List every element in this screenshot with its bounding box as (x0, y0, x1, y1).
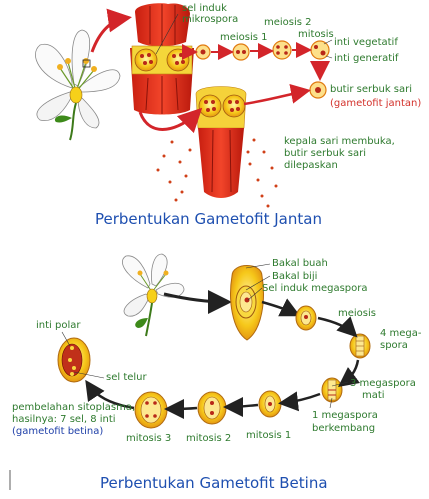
label-bakal-biji: Bakal biji (272, 271, 318, 282)
label-meiosis-female: meiosis (338, 308, 376, 319)
label-pembelahan-1: pembelahan sitoplasma, (12, 402, 136, 413)
label-1-megaspora-1: 1 megaspora (312, 410, 378, 421)
label-1-megaspora-2: berkembang (312, 423, 376, 434)
label-sel-induk: sel induk (182, 3, 227, 14)
label-gametofit-betina: (gametofit betina) (12, 426, 104, 437)
title-gametofit-jantan: Perbentukan Gametofit Jantan (95, 210, 322, 228)
label-inti-generatif: inti generatif (334, 53, 399, 64)
ovule-sequence (57, 305, 371, 429)
label-sel-induk-megaspora: Sel induk megaspora (262, 283, 368, 294)
label-kepala-sari-3: dilepaskan (284, 160, 338, 171)
label-mitosis-male: mitosis (298, 29, 334, 40)
ovary (230, 263, 271, 341)
label-sel-telur: sel telur (106, 372, 147, 383)
label-mitosis-1: mitosis 1 (246, 430, 292, 441)
label-kepala-sari-1: kepala sari membuka, (284, 136, 395, 147)
label-3-megaspora-1: 3 megaspora (350, 378, 416, 389)
label-3-megaspora-2: mati (362, 390, 385, 401)
label-meiosis-1: meiosis 1 (220, 32, 268, 43)
label-kepala-sari-2: butir serbuk sari (284, 148, 367, 159)
flower-male (35, 29, 121, 141)
label-meiosis-2: meiosis 2 (264, 17, 312, 28)
label-inti-vegetatif: inti vegetatif (334, 37, 398, 48)
label-mitosis-3: mitosis 3 (126, 433, 172, 444)
title-gametofit-betina: Perbentukan Gametofit Betina (100, 474, 328, 492)
label-pembelahan-2: hasilnya: 7 sel, 8 inti (12, 414, 116, 425)
label-gametofit-jantan: (gametofit jantan) (330, 98, 422, 109)
flower-female (122, 253, 185, 337)
pollen-scatter (156, 138, 278, 208)
label-butir-serbuk-sari: butir serbuk sari (330, 84, 413, 95)
label-bakal-buah: Bakal buah (272, 258, 328, 269)
label-mitosis-2: mitosis 2 (186, 433, 232, 444)
meiosis-stages (195, 40, 330, 99)
anther-open (195, 86, 247, 198)
label-4-megaspora-2: spora (380, 340, 408, 351)
label-4-megaspora-1: 4 mega- (380, 328, 422, 339)
anther-section (130, 45, 194, 115)
anther-top (135, 3, 190, 47)
label-inti-polar: inti polar (36, 320, 81, 331)
label-mikrospora: mikrospora (182, 14, 239, 25)
